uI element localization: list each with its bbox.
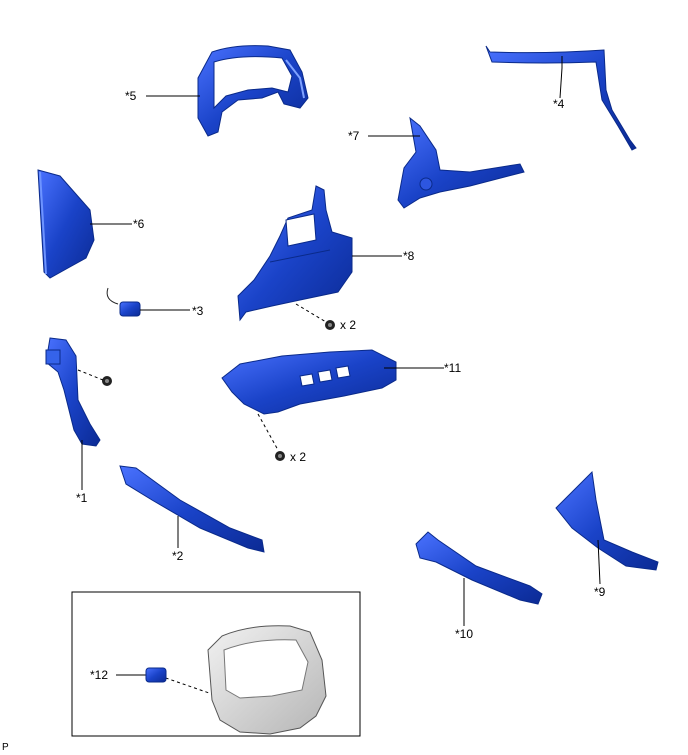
callout-6: *6: [133, 217, 145, 231]
callout-3: *3: [192, 304, 204, 318]
part-1-pillar-trim: [45, 337, 101, 447]
callout-8: *8: [403, 249, 415, 263]
part-2-scuff-plate: [119, 465, 265, 553]
part-12-small-component: [145, 667, 167, 683]
part-7-garnish: [397, 116, 525, 209]
callout-10: *10: [455, 627, 474, 641]
callout-5: *5: [125, 89, 137, 103]
callout-12: *12: [90, 668, 109, 682]
footer-code: P: [2, 742, 9, 753]
part-11-lower-cluster: [221, 349, 397, 415]
part-8-lower-panel: [237, 185, 353, 322]
inset-frame: [71, 591, 361, 737]
part-9-corner-trim: [555, 470, 659, 571]
callout-2: *2: [172, 549, 184, 563]
part-10-step-plate: [415, 531, 543, 605]
screw-8: [325, 320, 335, 330]
quantity-8: x 2: [340, 318, 357, 332]
callout-11: *11: [444, 361, 462, 375]
callout-1: *1: [76, 491, 88, 505]
leader-lines: [81, 56, 601, 676]
callout-9: *9: [594, 585, 606, 599]
callout-4: *4: [553, 97, 565, 111]
connection-lines: [77, 303, 327, 695]
part-3-sensor: [106, 287, 141, 317]
callout-7: *7: [348, 129, 360, 143]
clip-1: [102, 376, 112, 386]
quantity-11: x 2: [290, 450, 307, 464]
part-4-upper-molding: [485, 45, 637, 151]
inset-meter-hood: [207, 625, 327, 735]
part-6-side-panel: [37, 169, 95, 279]
screw-11: [275, 451, 285, 461]
part-5-meter-hood: [197, 45, 309, 137]
